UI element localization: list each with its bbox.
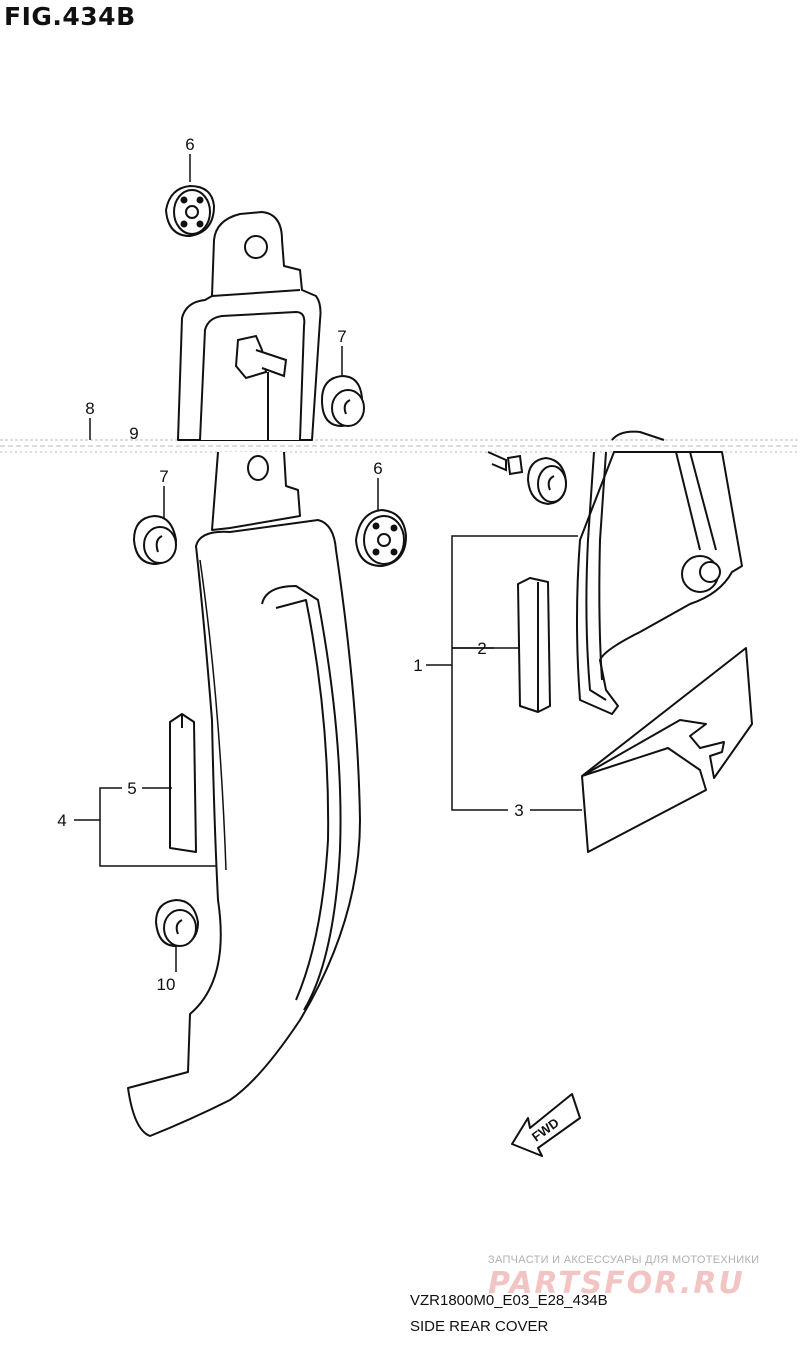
callout-6-lower: 6 — [373, 459, 382, 478]
figure-caption: SIDE REAR COVER — [410, 1318, 549, 1335]
cushion-part-10 — [154, 898, 200, 948]
bushing-lower — [132, 514, 178, 566]
figure-title: FIG.434B — [4, 2, 136, 31]
plate-part-3 — [581, 647, 753, 853]
side-rear-cover — [127, 519, 361, 1137]
callout-4: 4 — [57, 811, 66, 830]
bushing-right — [526, 456, 568, 506]
callout-3: 3 — [514, 801, 523, 820]
callout-7-upper: 7 — [337, 327, 346, 346]
bolt-right — [487, 451, 524, 476]
callout-labels: 6 7 8 9 7 6 1 2 3 4 5 10 — [57, 135, 523, 994]
callout-6-upper: 6 — [185, 135, 194, 154]
bushing-upper — [320, 374, 365, 428]
watermark-logo: PARTSFOR.RU — [488, 1266, 745, 1301]
callout-2: 2 — [477, 639, 486, 658]
callout-9: 9 — [129, 424, 138, 443]
break-line — [0, 439, 800, 453]
watermark-tagline: ЗАПЧАСТИ И АКСЕССУАРЫ ДЛЯ МОТОТЕХНИКИ — [488, 1254, 760, 1266]
figure-code: VZR1800M0_E03_E28_434B — [410, 1292, 608, 1309]
leader-lines — [74, 154, 582, 972]
callout-10: 10 — [157, 975, 176, 994]
fwd-arrow-icon — [511, 1093, 581, 1157]
callout-8: 8 — [85, 399, 94, 418]
bracket-lower — [211, 451, 301, 531]
grommet-lower — [354, 508, 408, 568]
bracket-upper — [177, 211, 322, 441]
bolt-part-9 — [234, 334, 288, 440]
grommet-upper — [164, 184, 216, 238]
callout-1: 1 — [413, 656, 422, 675]
fwd-arrow: FWD — [511, 1093, 581, 1157]
callout-5: 5 — [127, 779, 136, 798]
tape-part-2 — [517, 577, 551, 713]
right-side-cover — [576, 430, 743, 715]
tape-part-5 — [169, 713, 197, 853]
callout-7-lower: 7 — [159, 467, 168, 486]
